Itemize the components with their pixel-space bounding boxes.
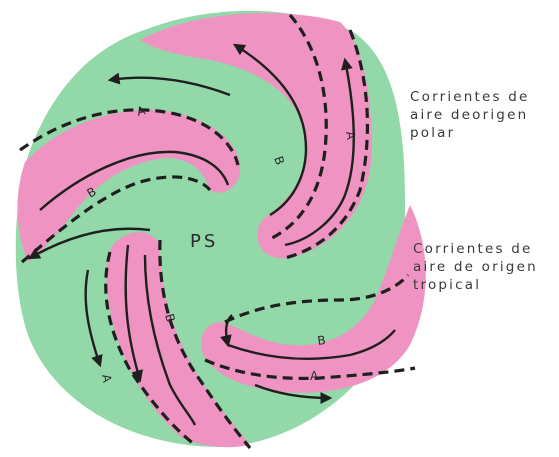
stream-label: A xyxy=(343,130,358,141)
airflow-arrow xyxy=(227,329,396,361)
airflow-arrow xyxy=(124,244,143,383)
airflow-arrow xyxy=(232,43,308,217)
airflow-arrows xyxy=(27,43,396,426)
airflow-arrow xyxy=(39,150,230,211)
airflow-arrow xyxy=(27,227,151,260)
airflow-arrow xyxy=(284,57,355,247)
tropical-air-arm-right xyxy=(201,205,426,393)
airflow-arrow xyxy=(84,269,103,368)
airflow-arrow xyxy=(219,314,233,348)
legend-tropical-air: Corrientes de aire de origen tropical xyxy=(413,240,538,294)
airflow-arrow xyxy=(254,383,333,404)
airflow-arrow xyxy=(107,72,231,97)
stream-label: B xyxy=(162,312,178,324)
legend-polar-air: Corrientes de aire deorigen polar xyxy=(410,88,530,142)
legend-polar-line: aire deorigen xyxy=(410,107,529,123)
legend-polar-line: Corrientes de xyxy=(410,89,530,105)
legend-polar-line: polar xyxy=(410,125,456,141)
front-boundaries xyxy=(19,13,416,450)
airflow-arrow xyxy=(143,254,197,426)
legend-tropical-line: aire de origen xyxy=(413,259,538,275)
center-label: PS xyxy=(190,231,218,252)
tropical-air-arm-left xyxy=(17,109,241,262)
legend-tropical-line: tropical xyxy=(413,277,482,293)
stream-label: A xyxy=(310,369,319,383)
tropical-air-arm-top-right xyxy=(140,13,372,259)
stream-label: B xyxy=(316,333,326,348)
stream-label: A xyxy=(99,373,114,384)
legend-tropical-line: Corrientes de xyxy=(413,241,533,257)
